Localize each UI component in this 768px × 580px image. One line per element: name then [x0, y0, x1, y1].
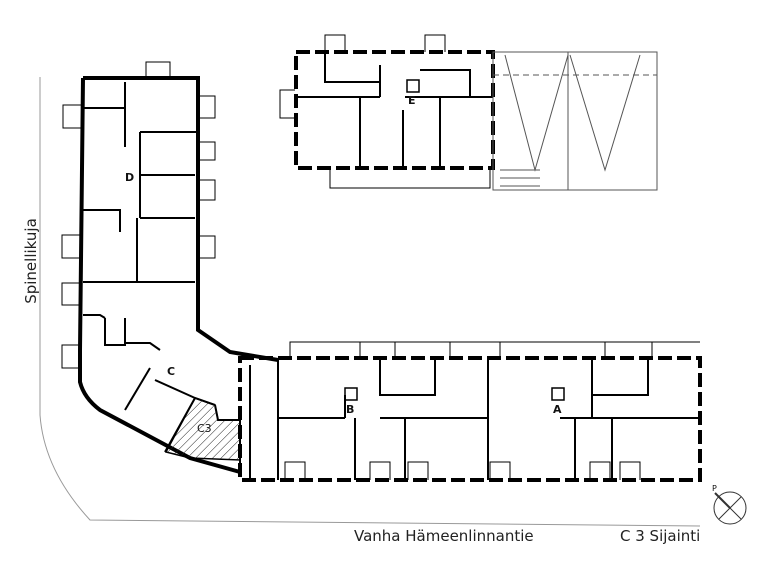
stairwell-label-c: C — [167, 365, 176, 378]
north-compass-icon — [713, 491, 747, 525]
building-bottom — [238, 341, 702, 482]
stairwell-label-a: A — [553, 403, 562, 416]
plan-caption: C 3 Sijainti — [620, 527, 701, 545]
unit-c3-highlight — [164, 397, 241, 461]
building-left — [61, 61, 296, 480]
building-top — [294, 34, 495, 189]
stairwell-label-e: E — [408, 94, 416, 107]
carport — [492, 51, 658, 191]
compass-label: P — [712, 484, 717, 493]
unit-label-c3: C3 — [197, 422, 212, 435]
stairwell-label-d: D — [125, 171, 135, 184]
stairwell-label-b: B — [346, 403, 355, 416]
street-label-bottom: Vanha Hämeenlinnantie — [354, 527, 534, 545]
street-label-left: Spinellikuja — [22, 218, 40, 304]
road-edge-line — [39, 77, 701, 527]
